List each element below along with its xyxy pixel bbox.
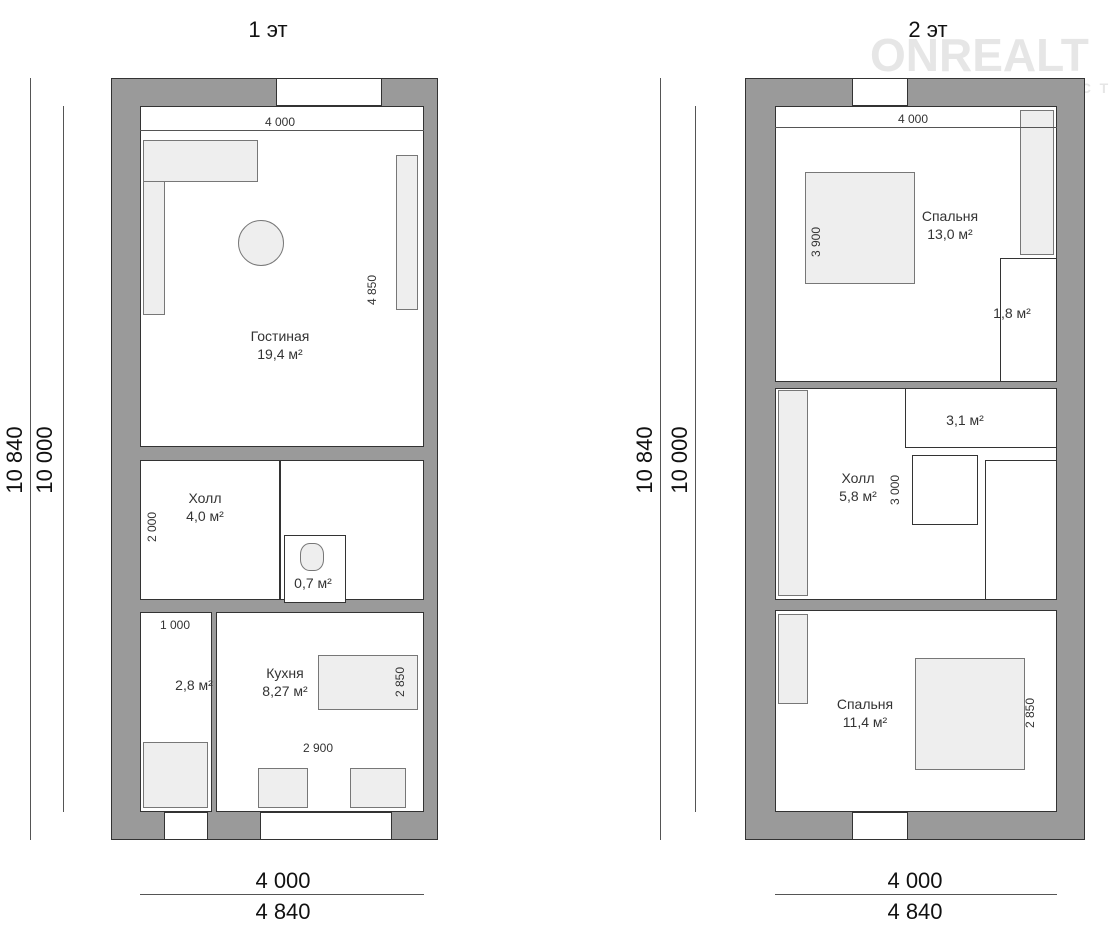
floor1-title: 1 эт xyxy=(248,17,288,42)
room-hall xyxy=(140,460,280,600)
room-bath-2 xyxy=(905,388,1057,448)
dim-inner-width: 4 000 xyxy=(887,868,943,893)
dim-line xyxy=(695,106,696,812)
dim-line xyxy=(140,130,424,131)
room-label: 2,8 м² xyxy=(175,677,213,693)
toilet-icon xyxy=(300,543,324,571)
window xyxy=(164,812,208,840)
dim-inner-height: 10 000 xyxy=(32,426,57,494)
room-label: 3,1 м² xyxy=(946,412,984,428)
stove xyxy=(258,768,308,808)
dim-line xyxy=(660,78,661,840)
dim-label: 4 000 xyxy=(897,112,929,126)
dim-total-width: 4 840 xyxy=(887,899,943,924)
shower xyxy=(143,742,208,808)
floor2-title: 2 эт xyxy=(908,17,948,42)
dim-inner-width: 4 000 xyxy=(255,868,311,893)
dim-total-height: 10 840 xyxy=(2,426,27,494)
window xyxy=(852,812,908,840)
dining-table xyxy=(318,655,418,710)
dim-label: 1 000 xyxy=(159,618,191,632)
shower xyxy=(912,455,978,525)
wardrobe xyxy=(778,614,808,704)
bed xyxy=(915,658,1025,770)
window xyxy=(260,812,392,840)
room-label: 0,7 м² xyxy=(294,575,332,591)
dim-label: 2 850 xyxy=(393,666,407,698)
dim-label: 2 850 xyxy=(1023,697,1037,729)
window xyxy=(852,78,908,106)
dim-total-height: 10 840 xyxy=(632,426,657,494)
dim-line xyxy=(63,106,64,812)
room-label: 1,8 м² xyxy=(993,305,1031,321)
dim-label: 4 000 xyxy=(264,115,296,129)
sink xyxy=(350,768,406,808)
window xyxy=(276,78,382,106)
dim-line xyxy=(30,78,31,840)
dim-label: 3 000 xyxy=(888,474,902,506)
bed xyxy=(805,172,915,284)
wardrobe xyxy=(1020,110,1054,255)
table xyxy=(238,220,284,266)
wardrobe xyxy=(778,390,808,596)
dim-label: 2 000 xyxy=(145,511,159,543)
dim-line xyxy=(775,127,1057,128)
dim-label: 2 900 xyxy=(302,741,334,755)
dim-line xyxy=(140,894,424,895)
dim-label: 3 900 xyxy=(809,226,823,258)
dim-total-width: 4 840 xyxy=(255,899,311,924)
tv-stand xyxy=(396,155,418,310)
room-bath-1 xyxy=(1000,258,1057,382)
stairs xyxy=(985,460,1057,600)
dim-inner-height: 10 000 xyxy=(667,426,692,494)
dim-label: 4 850 xyxy=(365,274,379,306)
sofa xyxy=(143,140,258,182)
watermark-logo: ONREALT xyxy=(870,29,1089,81)
dim-line xyxy=(775,894,1057,895)
